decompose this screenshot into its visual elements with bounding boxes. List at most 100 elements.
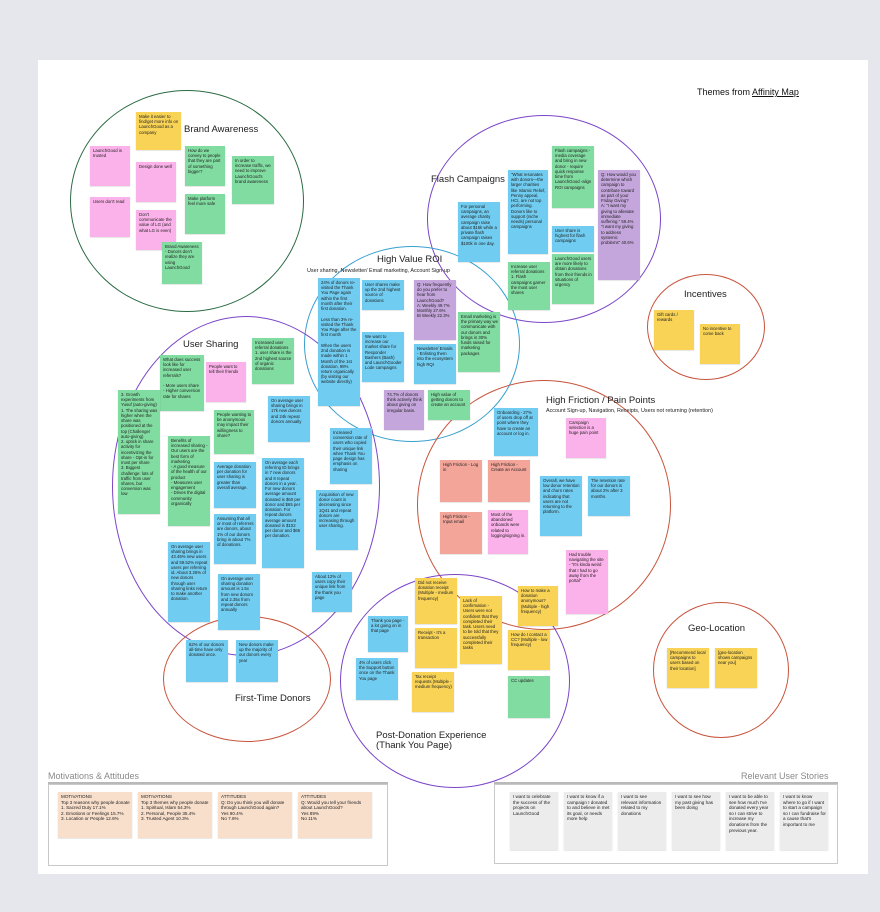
sticky-note[interactable]: For personal campaigns, an average chari… [458,202,500,262]
cluster-title-high-value-roi: High Value ROI [377,254,443,265]
sticky-note[interactable]: Users don't read [90,197,130,237]
user-story-card[interactable]: I want to celebrate the success of the p… [510,792,558,850]
sticky-note[interactable]: How to make a donation anonymous? (Multi… [518,586,558,626]
sticky-note[interactable]: On average user sharing donation amount … [218,574,260,630]
sticky-note-text: Design done well [139,164,172,169]
sticky-note[interactable]: Overall, we have low donor retention and… [540,476,582,536]
motivation-card[interactable]: MOTIVATIONS Top 3 themes why people dona… [138,792,212,838]
sticky-note[interactable]: [Recommend local campaigns to users base… [667,648,709,688]
sticky-note[interactable]: Most of the abandoned onboards were rela… [488,510,528,554]
sticky-note-text: On average user sharing donation amount … [221,576,254,613]
sticky-note-text: Users don't read [93,199,125,204]
sticky-note[interactable]: LaunchGood users are more likely to obta… [552,254,594,304]
sticky-note[interactable]: Receipt - It's a transaction [415,628,457,668]
cluster-ring-brand-awareness [70,90,304,312]
cluster-ring-post-donation [340,574,570,788]
sticky-note[interactable]: Assuming that all or most of referrers a… [214,514,256,564]
sticky-note[interactable]: About 12% of users copy their unique lin… [312,572,352,612]
user-story-card[interactable]: I want to know where to go if I want to … [780,792,828,850]
sticky-note[interactable]: Make it easier to find/get more info on … [136,112,181,150]
sticky-note[interactable]: We want to increase our market share for… [362,332,404,382]
sticky-note[interactable]: What does success look like for increase… [160,355,204,411]
sticky-note[interactable]: Had trouble navigating the site - "It's … [566,550,608,614]
sticky-note[interactable]: On average user sharing brings in 17k ne… [268,396,310,442]
sticky-note[interactable]: No incentive to come back [700,324,740,364]
sticky-note-text: The retention rate for our donors is abo… [591,478,625,499]
sticky-note[interactable]: People want to tell their friends [206,362,246,402]
sticky-note[interactable]: The retention rate for our donors is abo… [588,476,630,516]
sticky-note[interactable]: Flash campaigns -media coverage and brin… [552,146,594,208]
sticky-note[interactable]: In order to increase traffic, we need to… [232,156,274,204]
sticky-note[interactable]: User shares make up the 2nd highest sour… [362,280,404,310]
sticky-note[interactable]: High value of getting donors to create a… [428,390,470,420]
sticky-note[interactable]: High Friction - Log in [440,460,482,502]
cluster-title-incentives: Incentives [684,289,727,300]
sticky-note-text: LaunchGood users are more likely to obta… [555,256,592,288]
sticky-note-text: Did not receive donation receipt (Multip… [418,580,454,601]
sticky-note[interactable]: Design done well [136,162,176,202]
affinity-map-link[interactable]: Affinity Map [752,87,799,97]
sticky-note-text: Q: How frequently do you prefer to hear … [417,282,452,319]
user-story-card[interactable]: I want to know if a campaign I donated t… [564,792,612,850]
user-story-card[interactable]: I want to see relevant information relat… [618,792,666,850]
sticky-note[interactable]: Email marketing is the primary way we co… [458,312,500,372]
user-story-card[interactable]: I want to see how my past giving has bee… [672,792,720,850]
sticky-note-text: User share is highest for flash campaign… [555,228,586,244]
sticky-note-text: Newsletter/ Emails - Enlisting them into… [417,346,453,367]
sticky-note[interactable]: 74.7% of donors think actively think abo… [384,390,424,430]
sticky-note[interactable]: On average user sharing brings in 43.46%… [168,542,210,622]
sticky-note[interactable]: Make platform feel more safe [185,194,225,234]
sticky-note[interactable]: Did not receive donation receipt (Multip… [415,578,457,624]
sticky-note[interactable]: Tax receipt requests (Multiple - medium … [412,672,454,712]
sticky-note[interactable]: Q: How would you determine which campaig… [598,170,640,280]
sticky-note-text: For personal campaigns, an average chari… [461,204,497,246]
sticky-note[interactable]: Lack of confirmation - Users were not co… [460,596,502,664]
user-story-card[interactable]: I want to be able to see how much I've d… [726,792,774,850]
sticky-note[interactable]: New donors make up the majority of our d… [236,640,278,682]
sticky-note[interactable]: Brand Awareness - Donors don't realize t… [162,242,202,284]
sticky-note[interactable]: "What resonates with donors—the larger c… [508,170,548,254]
sticky-note[interactable]: CC updates [508,676,550,718]
sticky-note-text: Had trouble navigating the site - "It's … [569,552,604,584]
sticky-note[interactable]: High Friction - Create an Account [488,460,530,502]
motivation-card[interactable]: MOTIVATIONS Top 3 reasons why people don… [58,792,132,838]
sticky-note[interactable]: Average donation per donation for user s… [214,462,256,508]
sticky-note-text: 24% of donors re-visited the Thank You P… [321,280,357,385]
sticky-note[interactable]: 3. Growth experiments from Yusuf (auto-g… [118,390,160,514]
sticky-note[interactable]: Acquisition of new donor count is decrea… [316,490,358,550]
sticky-note[interactable]: Increased user referral donations 1. use… [252,338,294,384]
sticky-note[interactable]: People wanting to be anonymous may impac… [214,410,254,454]
sticky-note-text: On average each referring ID brings in 7… [265,460,301,539]
sticky-note[interactable]: How do we convey to people that they are… [185,146,225,186]
sticky-note-text: What does success look like for increase… [163,357,201,399]
sticky-note-text: Q: How would you determine which campaig… [601,172,636,246]
motivation-card[interactable]: ATTITUDES Q: Do you think you will donat… [218,792,292,838]
motivation-card[interactable]: ATTITUDES Q: Would you tell your friends… [298,792,372,838]
sticky-note[interactable]: On average each referring ID brings in 7… [262,458,304,568]
sticky-note[interactable]: How do I contact a CC? (Multiple - low f… [508,630,550,670]
sticky-note-text: Overall, we have low donor retention and… [543,478,580,515]
sticky-note[interactable]: Onboarding - 27% of users drop off at po… [494,408,538,456]
sticky-note[interactable]: Q: How frequently do you prefer to hear … [414,280,456,340]
sticky-note-text: Benefits of increased sharing - Our user… [171,438,208,506]
sticky-note[interactable]: High Friction - Input email [440,512,482,554]
sticky-note[interactable]: Benefits of increased sharing - Our user… [168,436,210,526]
sticky-note[interactable]: 24% of donors re-visited the Thank You P… [318,278,360,406]
sticky-note-text: Thank you page - a lot going on in that … [371,618,405,634]
sticky-note-text: Assuming that all or most of referrers a… [217,516,254,548]
sticky-note[interactable]: LaunchGood is trusted [90,146,130,186]
sticky-note[interactable]: Thank you page - a lot going on in that … [368,616,408,652]
sticky-note[interactable]: Increased conversion rate of users who c… [330,428,372,484]
sticky-note[interactable]: Newsletter/ Emails - Enlisting them into… [414,344,456,384]
sticky-note-text: I want to know where to go if I want to … [783,794,826,827]
sticky-note[interactable]: Don't communicate the value of LG (and w… [136,210,176,250]
sticky-note[interactable]: Increase user referral donations 1. Flas… [508,262,550,310]
sticky-note[interactable]: Campaign selection is a huge pain point [566,418,606,458]
themes-header-prefix: Themes from [697,87,751,97]
sticky-note[interactable]: 4% of users click the Support button onc… [356,658,398,700]
sticky-note[interactable]: [geo-location shows campaigns near you] [715,648,757,688]
sticky-note[interactable]: 62% of our donors all-time have only don… [186,640,228,682]
sticky-note[interactable]: Gift cards / rewards [654,310,694,350]
sticky-note-text: High value of getting donors to create a… [431,392,466,408]
sticky-note[interactable]: User share is highest for flash campaign… [552,226,594,252]
